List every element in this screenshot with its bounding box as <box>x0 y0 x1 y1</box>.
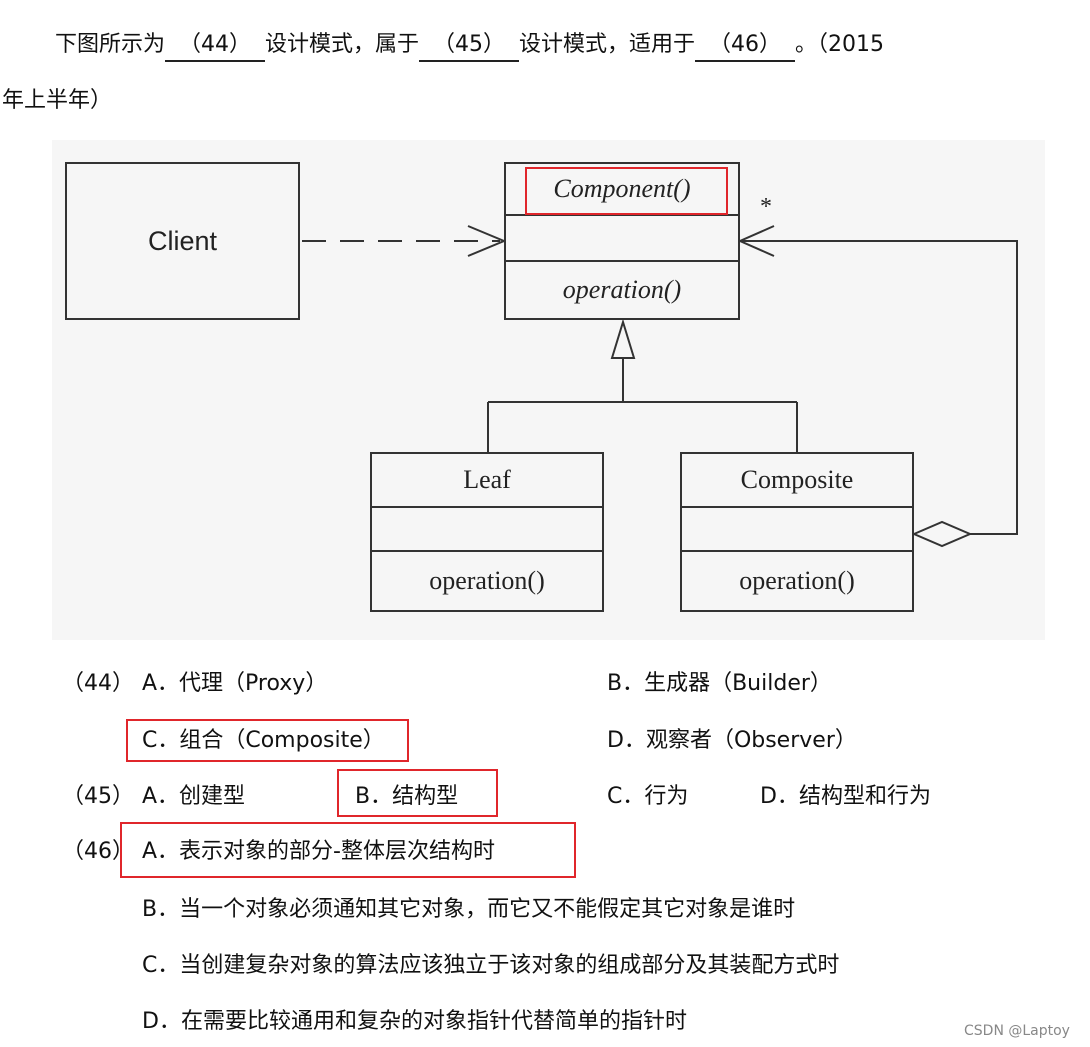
uml-class-diagram: Client Component() operation() * Leaf op… <box>52 140 1045 640</box>
q45-option-b: B．结构型 <box>355 784 459 809</box>
leaf-operations-row: operation() <box>372 552 602 610</box>
question-suffix: 。（2015 <box>795 32 885 57</box>
q44-answer-highlight <box>126 719 409 762</box>
component-highlight-box <box>525 167 728 215</box>
q46-number: （46） <box>62 839 134 864</box>
leaf-operation: operation() <box>429 566 545 595</box>
q44-option-a: A．代理（Proxy） <box>142 671 328 696</box>
composite-class: Composite operation() <box>680 452 914 612</box>
q46-option-c: C．当创建复杂对象的算法应该独立于该对象的组成部分及其装配方式时 <box>142 953 840 978</box>
component-name-row: Component() <box>506 164 738 216</box>
component-operation: operation() <box>562 275 682 304</box>
q44-option-d: D．观察者（Observer） <box>607 728 857 753</box>
question-line-2: 年上半年） <box>2 88 113 113</box>
aggregation-diamond <box>911 520 973 548</box>
q46-answer-highlight <box>120 822 576 878</box>
q44-number: （44） <box>62 671 134 696</box>
q46-option-a: A．表示对象的部分-整体层次结构时 <box>142 839 495 864</box>
q45-number: （45） <box>62 784 134 809</box>
blank-45: （45） <box>419 30 520 62</box>
component-class: Component() operation() <box>504 162 740 320</box>
uml-connectors <box>302 225 1018 548</box>
q45-option-c: C．行为 <box>607 784 689 809</box>
question-line-1: 下图所示为（44）设计模式，属于（45）设计模式，适用于（46）。（2015 <box>55 30 884 62</box>
leaf-class: Leaf operation() <box>370 452 604 612</box>
multiplicity-label: * <box>760 194 772 220</box>
inheritance-triangle <box>610 318 636 359</box>
client-label: Client <box>147 225 218 256</box>
composite-name: Composite <box>740 465 854 494</box>
aggregation-arrowhead <box>737 225 775 257</box>
composite-operations-row: operation() <box>682 552 912 610</box>
composite-operation: operation() <box>739 566 855 595</box>
q46-option-b: B．当一个对象必须通知其它对象，而它又不能假定其它对象是谁时 <box>142 897 796 922</box>
question-mid-2: 设计模式，适用于 <box>519 32 696 57</box>
component-name: Component() <box>553 174 691 203</box>
leaf-name: Leaf <box>463 465 511 494</box>
blank-46: （46） <box>695 30 796 62</box>
q44-option-b: B．生成器（Builder） <box>607 671 832 696</box>
leaf-attributes-row <box>372 508 602 552</box>
q45-answer-highlight <box>337 769 498 817</box>
csdn-watermark: CSDN @Laptoy <box>964 1023 1070 1039</box>
aggregation-line <box>742 240 1018 535</box>
client-class: Client <box>65 162 300 320</box>
q44-option-c: C．组合（Composite） <box>142 728 385 753</box>
component-attributes-row <box>506 216 738 262</box>
composite-name-row: Composite <box>682 454 912 508</box>
leaf-name-row: Leaf <box>372 454 602 508</box>
component-operations-row: operation() <box>506 262 738 318</box>
blank-44: （44） <box>165 30 266 62</box>
composite-attributes-row <box>682 508 912 552</box>
question-prefix: 下图所示为 <box>55 32 166 57</box>
q45-option-d: D．结构型和行为 <box>760 784 931 809</box>
question-mid-1: 设计模式，属于 <box>265 32 420 57</box>
q46-option-d: D．在需要比较通用和复杂的对象指针代替简单的指针时 <box>142 1009 687 1034</box>
q45-option-a: A．创建型 <box>142 784 246 809</box>
